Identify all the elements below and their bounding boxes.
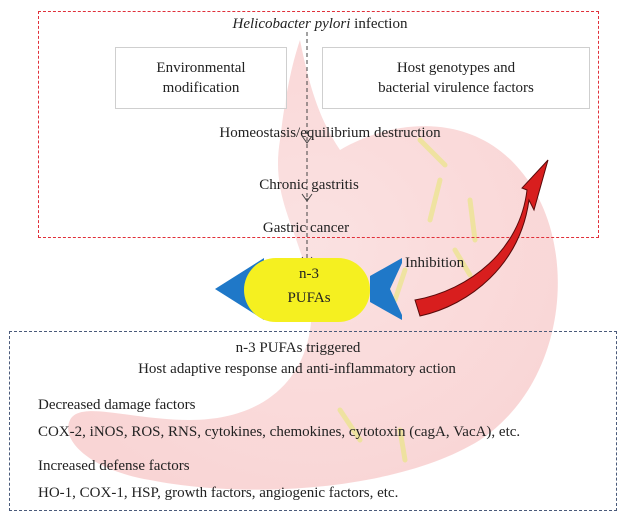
box-line: Host genotypes and <box>396 60 516 76</box>
box-line: Environmental <box>156 60 246 76</box>
pufa-label-line: PUFAs <box>287 290 331 306</box>
increased-factors-title: Increased defense factors <box>38 458 190 474</box>
response-heading-line2: Host adaptive response and anti-inflamma… <box>138 361 456 377</box>
pufa-label: n-3 PUFAs <box>259 262 359 310</box>
environmental-modification-box: Environmental modification <box>115 47 287 109</box>
decreased-factors-title: Decreased damage factors <box>38 397 196 413</box>
box-line: modification <box>162 80 240 96</box>
host-genotypes-box: Host genotypes and bacterial virulence f… <box>322 47 590 109</box>
response-heading-line1: n-3 PUFAs triggered <box>235 340 361 356</box>
increased-factors-list: HO-1, COX-1, HSP, growth factors, angiog… <box>38 485 399 501</box>
decreased-factors-list: COX-2, iNOS, ROS, RNS, cytokines, chemok… <box>38 424 521 440</box>
chronic-gastritis-label: Chronic gastritis <box>259 177 359 193</box>
host-response-panel <box>9 331 617 511</box>
inhibition-label: Inhibition <box>405 255 465 271</box>
gastric-cancer-label: Gastric cancer <box>262 220 350 236</box>
pathogen-name: Helicobacter pylori <box>232 16 351 32</box>
box-line: bacterial virulence factors <box>378 80 534 96</box>
infection-title: Helicobacter pylori infection <box>233 15 408 33</box>
homeostasis-destruction-label: Homeostasis/equilibrium destruction <box>219 125 441 141</box>
infection-word: infection <box>350 16 408 32</box>
pathogenesis-panel <box>38 11 599 238</box>
pufa-label-line: n-3 <box>299 266 319 282</box>
